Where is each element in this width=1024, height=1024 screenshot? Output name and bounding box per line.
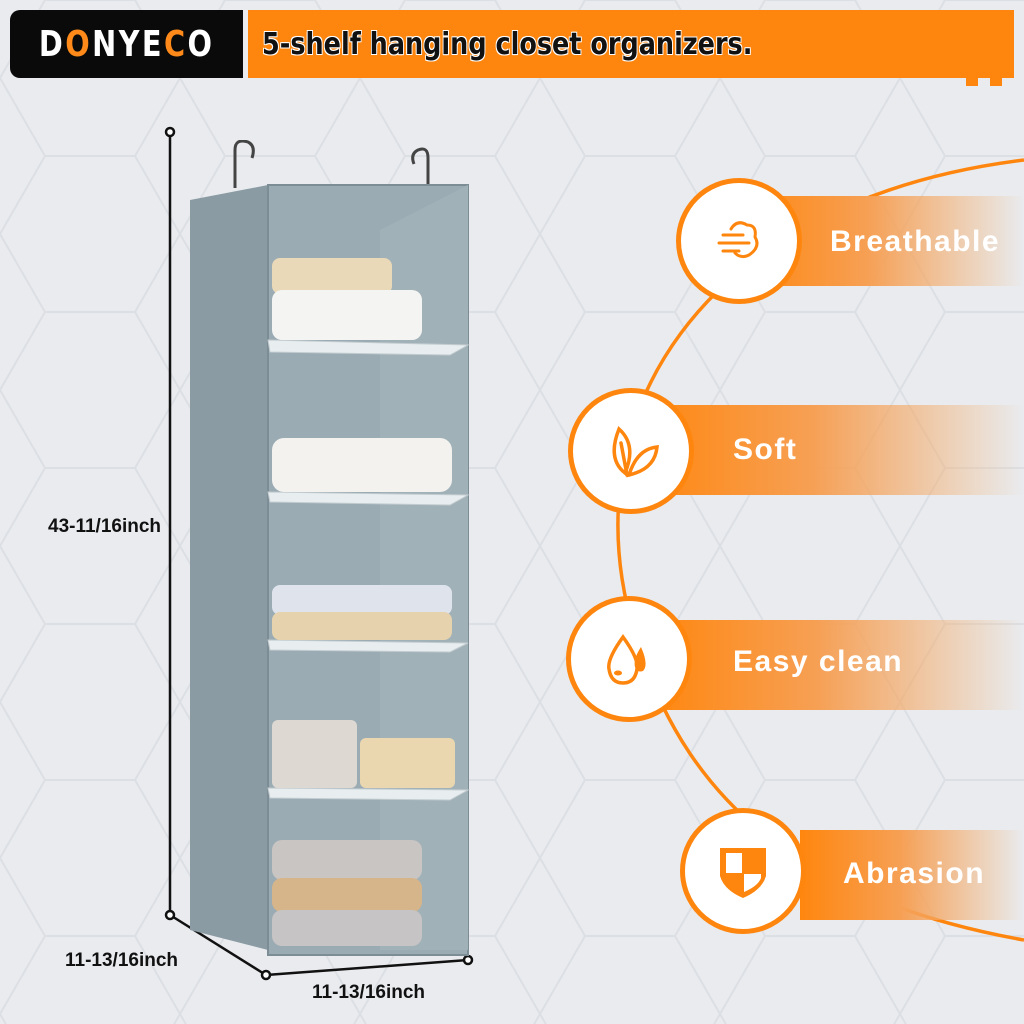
leaf-icon bbox=[612, 426, 659, 478]
height-dimension: 43-11/16inch bbox=[48, 516, 162, 537]
shield-icon bbox=[720, 848, 766, 898]
checker-decoration bbox=[966, 74, 978, 86]
width-dimension: 11-13/16inch bbox=[312, 982, 426, 1003]
feature-icon-soft bbox=[568, 388, 694, 514]
feature-band-abrasion bbox=[800, 830, 1024, 920]
feature-label-soft: Soft bbox=[733, 433, 798, 466]
checker-decoration bbox=[978, 62, 990, 74]
feature-icon-easy-clean bbox=[566, 596, 692, 722]
wind-cloud-icon bbox=[717, 221, 759, 259]
feature-band-easy-clean bbox=[650, 620, 1024, 710]
checker-decoration bbox=[990, 50, 1002, 62]
title-bar: 5-shelf hanging closet organizers. bbox=[248, 10, 1014, 78]
feature-icon-abrasion bbox=[680, 808, 806, 934]
water-drop-icon bbox=[607, 634, 646, 685]
header-banner: DONYECO 5-shelf hanging closet organizer… bbox=[10, 10, 1014, 78]
brand-logo: DONYECO bbox=[10, 10, 243, 78]
feature-label-abrasion: Abrasion bbox=[843, 857, 986, 890]
feature-label-breathable: Breathable bbox=[830, 225, 1001, 258]
depth-dimension: 11-13/16inch bbox=[65, 950, 179, 971]
feature-label-easy-clean: Easy clean bbox=[733, 645, 904, 678]
checker-decoration bbox=[990, 74, 1002, 86]
feature-band-soft bbox=[640, 405, 1024, 495]
feature-icon-breathable bbox=[676, 178, 802, 304]
page-title: 5-shelf hanging closet organizers. bbox=[262, 26, 753, 62]
closet-organizer-image bbox=[190, 140, 470, 956]
